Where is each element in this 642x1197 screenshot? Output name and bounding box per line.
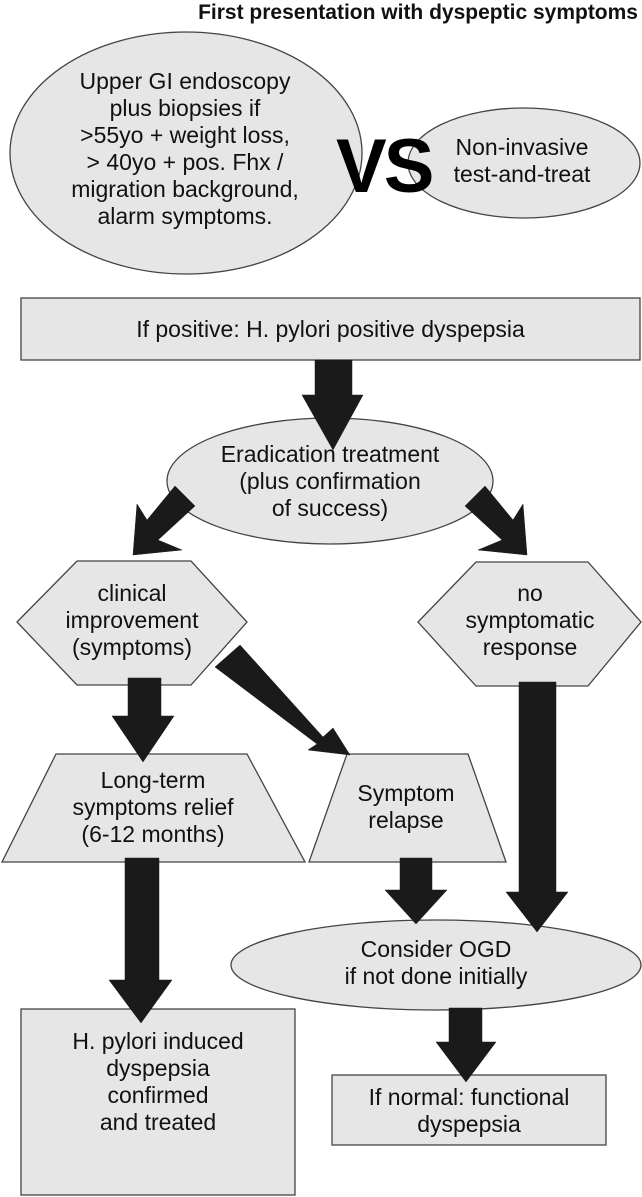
- arrow-clinical-improvement-to-symptom-relapse: [214, 644, 351, 756]
- text-line: relapse: [368, 807, 444, 833]
- node-test-and-treat-label: Non-invasive test-and-treat: [432, 134, 612, 188]
- text-line: plus biopsies if: [109, 95, 261, 121]
- text-line: Consider OGD: [360, 936, 512, 962]
- arrow-eradication-to-no-response: [464, 485, 528, 556]
- text-line: alarm symptoms.: [97, 203, 273, 229]
- arrow-clinical-improvement-to-long-term-relief: [111, 677, 175, 763]
- text-line: Eradication treatment: [220, 441, 440, 467]
- arrow-consider-ogd-to-functional-dyspepsia: [435, 1007, 497, 1083]
- node-no-response-shape: [417, 561, 642, 687]
- text-line: (6-12 months): [81, 821, 225, 847]
- arrow-long-term-relief-to-hp-confirmed: [108, 857, 173, 1024]
- node-endoscopy-label: Upper GI endoscopy plus biopsies if >55y…: [40, 68, 330, 230]
- text-line: If positive: H. pylori positive dyspepsi…: [136, 316, 525, 342]
- diagram-title: First presentation with dyspeptic sympto…: [198, 1, 638, 24]
- arrow-hp-positive-to-eradication: [301, 359, 364, 451]
- node-symptom-relapse-shape: [308, 753, 507, 863]
- text-line: (plus confirmation: [239, 468, 421, 494]
- arrow-no-response-to-consider-ogd: [505, 681, 569, 933]
- arrow-symptom-relapse-to-consider-ogd: [384, 857, 448, 925]
- node-symptom-relapse-label: Symptom relapse: [338, 780, 474, 834]
- node-consider-ogd-label: Consider OGD if not done initially: [306, 936, 566, 990]
- text-line: > 40yo + pos. Fhx /: [86, 149, 284, 175]
- text-line: and treated: [99, 1109, 217, 1135]
- node-consider-ogd-shape: [230, 919, 642, 1011]
- text-line: Symptom: [357, 780, 455, 806]
- text-line: confirmed: [107, 1082, 209, 1108]
- arrow-eradication-to-clinical-improvement: [132, 485, 196, 556]
- node-functional-dyspepsia-label: If normal: functional dyspepsia: [332, 1084, 606, 1138]
- text-line: H. pylori induced: [72, 1028, 244, 1054]
- node-long-term-relief-label: Long-term symptoms relief (6-12 months): [50, 767, 256, 848]
- vs-label: VS: [336, 124, 434, 209]
- text-line: (symptoms): [71, 634, 193, 660]
- text-line: no: [517, 580, 543, 606]
- node-functional-dyspepsia-shape: [331, 1074, 607, 1146]
- text-line: Upper GI endoscopy: [79, 68, 291, 94]
- text-line: dyspepsia: [106, 1055, 210, 1081]
- text-line: symptomatic: [465, 607, 595, 633]
- node-test-and-treat-shape: [407, 107, 641, 219]
- node-long-term-relief-shape: [0, 753, 307, 863]
- text-line: Non-invasive: [455, 134, 589, 160]
- text-line: of success): [271, 495, 389, 521]
- text-line: migration background,: [71, 176, 299, 202]
- text-line: >55yo + weight loss,: [80, 122, 290, 148]
- text-line: response: [482, 634, 578, 660]
- node-no-response-label: no symptomatic response: [440, 580, 620, 661]
- text-line: Long-term: [100, 767, 206, 793]
- node-endoscopy-shape: [9, 31, 363, 275]
- node-hp-confirmed-label: H. pylori induced dyspepsia confirmed an…: [21, 1028, 295, 1136]
- text-line: If normal: functional: [368, 1084, 570, 1110]
- node-eradication-label: Eradication treatment (plus confirmation…: [180, 441, 480, 522]
- text-line: test-and-treat: [453, 161, 591, 187]
- text-line: if not done initially: [344, 963, 528, 989]
- node-hp-confirmed-shape: [20, 1008, 296, 1196]
- node-clinical-improvement-label: clinical improvement (symptoms): [42, 580, 222, 661]
- text-line: improvement: [65, 607, 199, 633]
- text-line: dyspepsia: [417, 1111, 521, 1137]
- text-line: clinical: [97, 580, 167, 606]
- text-line: symptoms relief: [72, 794, 234, 820]
- node-clinical-improvement-shape: [16, 560, 248, 686]
- node-hp-positive-label: If positive: H. pylori positive dyspepsi…: [21, 316, 640, 343]
